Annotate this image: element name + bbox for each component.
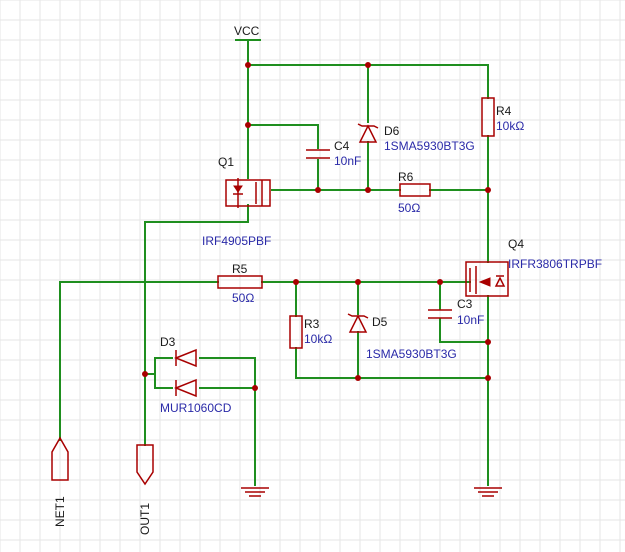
junction-dot [252, 385, 258, 391]
d5-value-label: 1SMA5930BT3G [366, 347, 457, 361]
wire-d3-left [144, 357, 173, 375]
r6-resistor-symbol [399, 183, 431, 197]
junctions [142, 62, 491, 391]
r4-resistor-symbol [481, 97, 495, 137]
d6-value-label: 1SMA5930BT3G [384, 139, 475, 153]
ground-symbol-left [241, 487, 269, 497]
r6-value-label: 50Ω [398, 201, 420, 215]
wire-c3-bottom [439, 318, 489, 343]
junction-dot [365, 62, 371, 68]
c4-value-label: 10nF [334, 154, 361, 168]
r4-ref-label: R4 [496, 104, 512, 118]
junction-dot [245, 62, 251, 68]
wire-d3-left2 [154, 373, 173, 389]
r3-ref-label: R3 [304, 317, 320, 331]
c4-capacitor-symbol [306, 149, 330, 159]
q4-ref-label: Q4 [508, 237, 524, 251]
wire-d3-right [199, 357, 256, 486]
junction-dot [437, 279, 443, 285]
junction-dot [315, 187, 321, 193]
c3-ref-label: C3 [457, 297, 473, 311]
r5-value-label: 50Ω [232, 291, 254, 305]
ground-symbol-right [474, 487, 502, 497]
d3-diode-symbol [173, 348, 197, 398]
wire-net1 [59, 281, 219, 441]
junction-dot [245, 122, 251, 128]
vcc-label: VCC [234, 24, 260, 38]
r6-ref-label: R6 [398, 170, 414, 184]
junction-dot [142, 371, 148, 377]
c3-capacitor-symbol [428, 309, 452, 319]
q1-mosfet-symbol [225, 178, 271, 208]
net1-label: NET1 [53, 496, 67, 527]
wire-c4-top [247, 124, 319, 149]
q4-mosfet-symbol [465, 261, 509, 297]
wire-q1-drain [144, 204, 249, 446]
d6-zener-symbol [357, 123, 379, 143]
junction-dot [355, 375, 361, 381]
c3-value-label: 10nF [457, 313, 484, 327]
junction-dot [485, 375, 491, 381]
q1-ref-label: Q1 [218, 155, 234, 169]
d3-ref-label: D3 [160, 335, 176, 349]
q1-value-label: IRF4905PBF [202, 234, 271, 248]
net1-port [51, 436, 69, 481]
wire-r3-bottom [295, 347, 489, 379]
out1-port [136, 444, 154, 486]
c4-ref-label: C4 [334, 139, 350, 153]
q4-value-label: IRFR3806TRPBF [508, 257, 602, 271]
r5-ref-label: R5 [232, 262, 248, 276]
d6-ref-label: D6 [384, 124, 400, 138]
junction-dot [355, 279, 361, 285]
junction-dot [485, 339, 491, 345]
d5-zener-symbol [347, 313, 369, 333]
r5-resistor-symbol [217, 275, 263, 289]
junction-dot [293, 279, 299, 285]
wires [59, 39, 489, 486]
r3-value-label: 10kΩ [304, 332, 332, 346]
out1-label: OUT1 [138, 503, 152, 535]
r3-resistor-symbol [289, 315, 303, 349]
r4-value-label: 10kΩ [496, 119, 524, 133]
d5-ref-label: D5 [372, 315, 388, 329]
junction-dot [485, 187, 491, 193]
d3-value-label: MUR1060CD [160, 401, 232, 415]
junction-dot [365, 187, 371, 193]
